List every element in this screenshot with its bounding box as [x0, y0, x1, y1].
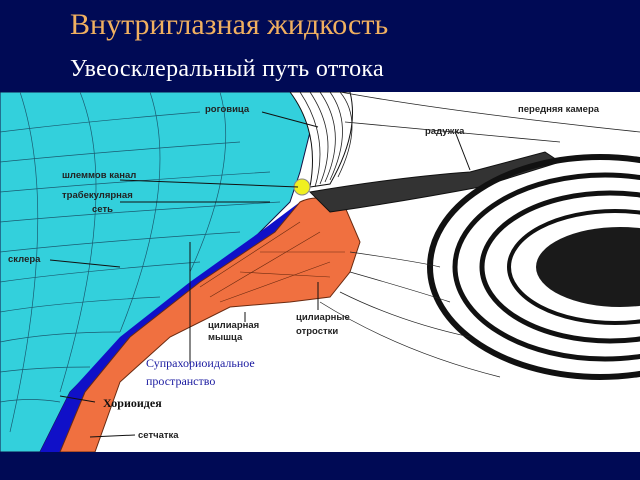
anterior-lines — [339, 92, 640, 143]
bottom-bar — [0, 452, 640, 480]
lens-shape — [427, 154, 640, 380]
cornea-lines — [299, 92, 353, 188]
eye-anatomy-drawing — [0, 92, 640, 452]
label-trabecular-1: трабекулярная — [62, 190, 133, 201]
zonule-lines — [319, 251, 501, 378]
label-iris: радужка — [425, 126, 465, 137]
label-anterior-chamber: передняя камера — [518, 104, 600, 115]
label-ciliary-processes-2: отростки — [296, 326, 339, 337]
leader-lines — [49, 111, 471, 438]
iris-shape — [308, 151, 562, 213]
label-ciliary-muscle-1: цилиарная — [208, 320, 260, 331]
label-trabecular-2: сеть — [92, 204, 113, 215]
label-ciliary-muscle-2: мышца — [208, 332, 243, 343]
slide-subtitle: Увеосклеральный путь оттока — [70, 56, 384, 82]
sclera-texture — [0, 92, 281, 433]
label-sclera: склера — [8, 254, 41, 265]
label-suprachoroidal-1: Супрахориоидальное — [146, 356, 255, 370]
muscle-texture — [199, 221, 345, 303]
label-schlemm-canal: шлеммов канал — [62, 170, 137, 181]
label-suprachoroidal-2: пространство — [146, 374, 216, 388]
label-retina: сетчатка — [138, 430, 179, 441]
slide-title: Внутриглазная жидкость — [70, 8, 389, 41]
label-cornea: роговица — [205, 104, 250, 115]
eye-anatomy-diagram: роговица передняя камера радужка шлеммов… — [0, 92, 640, 452]
choroid-blue-band — [40, 202, 300, 452]
label-ciliary-processes-1: цилиарные — [296, 312, 350, 323]
label-choroid: Хориоидея — [103, 396, 162, 410]
